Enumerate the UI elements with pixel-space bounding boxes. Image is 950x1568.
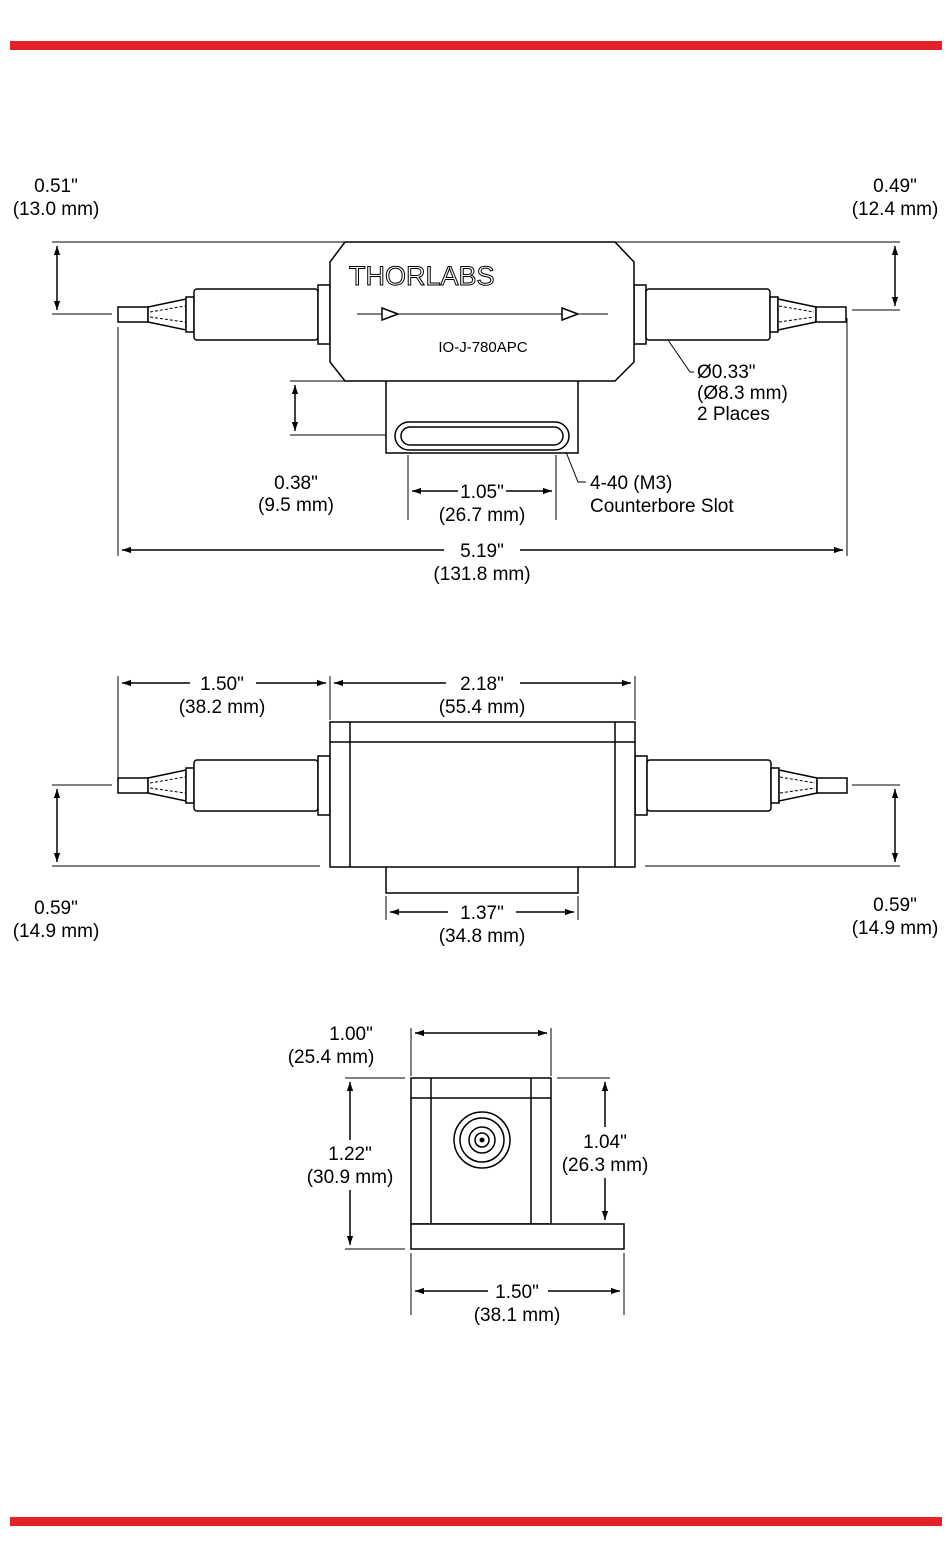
base-width-mm: (38.1 mm) [474, 1305, 561, 1326]
base-height-in: 0.38" [274, 473, 318, 494]
housing-dia-note: 2 Places [697, 404, 770, 425]
left-height-mm: (14.9 mm) [13, 921, 100, 942]
base-height-mm: (9.5 mm) [258, 495, 334, 516]
side-view: 1.50" (38.2 mm) 2.18" (55.4 mm) 0.59" (1… [13, 674, 939, 947]
width-in: 1.00" [329, 1024, 373, 1045]
overall-length-in: 5.19" [460, 541, 504, 562]
left-offset-in: 0.51" [34, 176, 78, 197]
right-offset-mm: (12.4 mm) [852, 199, 939, 220]
base-width-in: 1.50" [495, 1282, 539, 1303]
body-length-in: 2.18" [460, 674, 504, 695]
left-offset-mm: (13.0 mm) [13, 199, 100, 220]
right-offset-in: 0.49" [873, 176, 917, 197]
base-length-mm: (34.8 mm) [439, 926, 526, 947]
overall-length-mm: (131.8 mm) [433, 564, 530, 585]
base-length-in: 1.37" [460, 903, 504, 924]
housing-dia-in: Ø0.33" [697, 362, 756, 383]
width-mm: (25.4 mm) [288, 1047, 375, 1068]
end-view: 1.00" (25.4 mm) 1.22" (30.9 mm) 1.04" (2… [288, 1024, 649, 1326]
top-view: THORLABS IO-J-780APC 0.51" (13.0 mm) 0.4… [13, 176, 939, 585]
body-length-mm: (55.4 mm) [439, 697, 526, 718]
housing-dia-mm: (Ø8.3 mm) [697, 383, 788, 404]
body-height-mm: (26.3 mm) [562, 1155, 649, 1176]
total-height-mm: (30.9 mm) [307, 1167, 394, 1188]
left-height-in: 0.59" [34, 898, 78, 919]
slot-length-mm: (26.7 mm) [439, 505, 526, 526]
slot-label-line1: 4-40 (M3) [590, 473, 672, 494]
brand-logo-text: THORLABS [349, 261, 495, 291]
model-label: IO-J-780APC [438, 339, 527, 356]
right-height-mm: (14.9 mm) [852, 918, 939, 939]
right-height-in: 0.59" [873, 895, 917, 916]
pigtail-length-mm: (38.2 mm) [179, 697, 266, 718]
pigtail-length-in: 1.50" [200, 674, 244, 695]
slot-length-in: 1.05" [460, 482, 504, 503]
total-height-in: 1.22" [328, 1144, 372, 1165]
slot-label-line2: Counterbore Slot [590, 496, 734, 517]
body-height-in: 1.04" [583, 1132, 627, 1153]
